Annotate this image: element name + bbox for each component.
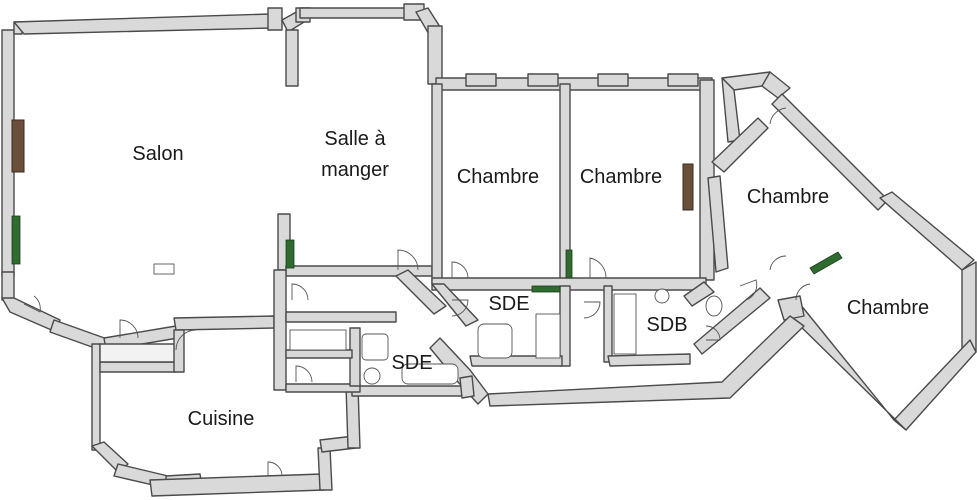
label-chambre-2: Chambre xyxy=(580,166,662,188)
radiator-chambre2 xyxy=(565,249,573,279)
outer-walls xyxy=(1,3,977,497)
door-chambre4 xyxy=(795,283,811,301)
door-chambre2 xyxy=(589,257,607,279)
label-chambre-1: Chambre xyxy=(457,166,539,188)
fireplace-chambre xyxy=(682,163,694,211)
toilet-sdb xyxy=(705,295,723,317)
door-sde1 xyxy=(451,299,469,317)
door-chambre3-north xyxy=(769,107,787,125)
shower-sde1 xyxy=(535,313,561,359)
fireplace-salon xyxy=(11,119,25,173)
basin-sde2 xyxy=(363,367,381,385)
door-chambre1 xyxy=(451,261,469,279)
label-sde-1: SDE xyxy=(488,293,529,315)
door-sdb-east xyxy=(705,325,721,341)
radiator-salon xyxy=(11,215,21,265)
door-east-corridor xyxy=(739,279,758,301)
label-salle-line2: manger xyxy=(321,159,389,181)
interior-walls xyxy=(273,29,771,393)
door-sdb xyxy=(583,301,601,319)
door-kitchen xyxy=(175,329,197,351)
bathtub-sde2 xyxy=(401,363,459,385)
door-kitchen-south xyxy=(267,461,283,477)
radiator-chambre1 xyxy=(531,285,561,293)
label-sdb: SDB xyxy=(646,314,687,336)
radiator-salle xyxy=(285,239,295,269)
label-chambre-3: Chambre xyxy=(747,186,829,208)
door-salle xyxy=(397,249,419,271)
radiator-chambre4 xyxy=(809,251,843,275)
kitchen-counter xyxy=(289,329,347,351)
door-chambre3 xyxy=(769,255,787,271)
shower-sdb xyxy=(613,293,637,355)
door-salon-west xyxy=(23,295,41,313)
label-salle-line1: Salle à xyxy=(324,128,386,150)
label-chambre-4: Chambre xyxy=(847,297,929,319)
basin-sdb xyxy=(654,288,670,304)
label-salon: Salon xyxy=(132,143,183,165)
salon-fixture xyxy=(153,263,175,275)
door-corridor xyxy=(291,283,309,301)
bathtub-sde1 xyxy=(477,323,513,359)
doors xyxy=(23,107,811,477)
stove-sde2 xyxy=(361,333,389,361)
door-salon-south xyxy=(119,319,139,339)
fixtures xyxy=(11,119,843,385)
label-sde-2: SDE xyxy=(391,352,432,374)
door-sde2 xyxy=(295,365,313,383)
room-labels: Salon Salle à manger Chambre Chambre Cha… xyxy=(132,128,929,430)
label-cuisine: Cuisine xyxy=(188,408,255,430)
